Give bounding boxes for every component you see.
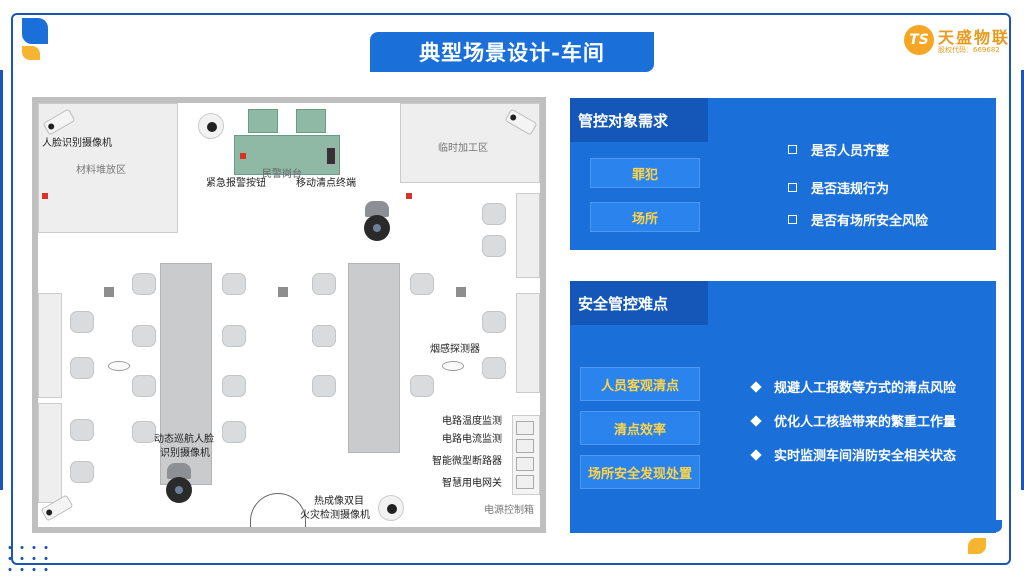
chair	[312, 325, 336, 347]
pillar	[456, 287, 466, 297]
left-wall-cabinet	[38, 293, 62, 398]
control-objects-card: 管控对象需求 罪犯 场所 是否人员齐整 是否违规行为 是否有场所安全风险	[570, 98, 996, 250]
work-table	[348, 263, 400, 453]
current-sensor-icon	[516, 439, 534, 453]
alarm-button-label: 紧急报警按钮	[206, 178, 266, 189]
tag-efficiency: 清点效率	[580, 411, 700, 445]
temp-processing-label: 临时加工区	[438, 143, 488, 154]
alarm-button-icon	[406, 193, 412, 199]
diamond-bullet-icon	[750, 448, 762, 461]
chair	[222, 421, 246, 443]
chair	[132, 421, 156, 443]
requirement-item: 是否人员齐整	[788, 140, 889, 159]
card-heading: 管控对象需求	[570, 98, 708, 142]
pillar	[104, 287, 114, 297]
chair	[482, 311, 506, 333]
chair	[70, 461, 94, 483]
work-table	[160, 263, 212, 485]
breaker-label: 智能微型断路器	[432, 456, 502, 467]
dome-camera-icon	[198, 113, 224, 139]
ptz-camera-icon	[362, 201, 392, 243]
chair	[70, 419, 94, 441]
chair	[312, 375, 336, 397]
left-wall-cabinet	[38, 403, 62, 503]
gateway-icon	[516, 475, 534, 489]
diamond-bullet-icon	[750, 380, 762, 393]
dot-pattern	[4, 542, 52, 572]
chair	[410, 273, 434, 295]
thermal-camera-label-line1: 热成像双目	[314, 496, 364, 507]
right-wall-cabinet	[516, 193, 540, 278]
slide-frame	[11, 13, 1011, 565]
chair	[482, 357, 506, 379]
breaker-icon	[516, 457, 534, 471]
requirement-item: 是否违规行为	[788, 178, 889, 197]
workshop-floor-plan: 材料堆放区 临时加工区 民警岗台 紧急报警按钮 移动清点终端 人脸识别摄像机	[32, 97, 546, 533]
chair	[132, 375, 156, 397]
circuit-current-label: 电路电流监测	[442, 434, 502, 445]
circuit-temp-label: 电路温度监测	[442, 416, 502, 427]
logo-subtitle: 股权代码：669682	[938, 46, 1000, 54]
alarm-button-icon	[240, 153, 246, 159]
card-heading: 安全管控难点	[570, 281, 708, 325]
power-box-label: 电源控制箱	[484, 505, 534, 516]
corner-decoration	[22, 18, 48, 44]
chair	[70, 357, 94, 379]
temp-sensor-icon	[516, 421, 534, 435]
ptz-camera-icon	[164, 463, 194, 505]
difficulty-item: 实时监测车间消防安全相关状态	[750, 445, 956, 464]
tag-safety-handling: 场所安全发现处置	[580, 455, 700, 489]
mobile-terminal-icon	[326, 147, 336, 165]
chair	[222, 325, 246, 347]
face-camera-label: 人脸识别摄像机	[42, 138, 112, 149]
checkbox-icon	[788, 183, 797, 192]
guard-chair	[296, 109, 326, 133]
requirement-item: 是否有场所安全风险	[788, 210, 928, 229]
chair	[410, 375, 434, 397]
smoke-detector-icon	[108, 361, 130, 371]
corner-decoration	[22, 46, 40, 60]
thermal-camera-icon	[378, 495, 404, 521]
right-wall-cabinet	[516, 293, 540, 393]
chair	[482, 203, 506, 225]
chair	[70, 311, 94, 333]
ptz-camera-label-line2: 识别摄像机	[160, 448, 210, 459]
guard-chair	[248, 109, 278, 133]
gateway-label: 智慧用电网关	[442, 478, 502, 489]
checkbox-icon	[788, 215, 797, 224]
page-title: 典型场景设计-车间	[370, 32, 654, 72]
door	[250, 493, 306, 527]
left-edge-bar	[0, 70, 3, 490]
right-edge-bar	[1021, 70, 1024, 490]
chair	[132, 325, 156, 347]
corner-decoration	[968, 538, 986, 554]
guard-console	[234, 135, 340, 175]
control-difficulties-card: 安全管控难点 人员客观清点 清点效率 场所安全发现处置 规避人工报数等方式的清点…	[570, 281, 996, 533]
chair	[312, 273, 336, 295]
tag-headcount: 人员客观清点	[580, 367, 700, 401]
mobile-terminal-label: 移动清点终端	[296, 178, 356, 189]
logo-name: 天盛物联	[938, 28, 1011, 47]
pillar	[278, 287, 288, 297]
company-logo: TS 天盛物联 股权代码：669682	[904, 24, 1016, 58]
chair	[482, 235, 506, 257]
chair	[222, 273, 246, 295]
tag-venue: 场所	[590, 202, 700, 232]
tag-prisoner: 罪犯	[590, 158, 700, 188]
checkbox-icon	[788, 145, 797, 154]
chair	[132, 273, 156, 295]
alarm-button-icon	[42, 193, 48, 199]
chair	[222, 375, 246, 397]
diamond-bullet-icon	[750, 414, 762, 427]
smoke-detector-label: 烟感探测器	[430, 344, 480, 355]
material-storage-label: 材料堆放区	[76, 165, 126, 176]
ptz-camera-label-line1: 动态巡航人脸	[154, 434, 214, 445]
guard-post-label: 民警岗台	[262, 169, 302, 180]
logo-mark-icon: TS	[904, 25, 934, 55]
thermal-camera-label-line2: 火灾检测摄像机	[300, 510, 370, 521]
difficulty-item: 优化人工核验带来的繁重工作量	[750, 411, 956, 430]
smoke-detector-icon	[442, 361, 464, 371]
floor-plan-interior: 材料堆放区 临时加工区 民警岗台 紧急报警按钮 移动清点终端 人脸识别摄像机	[38, 103, 540, 527]
difficulty-item: 规避人工报数等方式的清点风险	[750, 377, 956, 396]
